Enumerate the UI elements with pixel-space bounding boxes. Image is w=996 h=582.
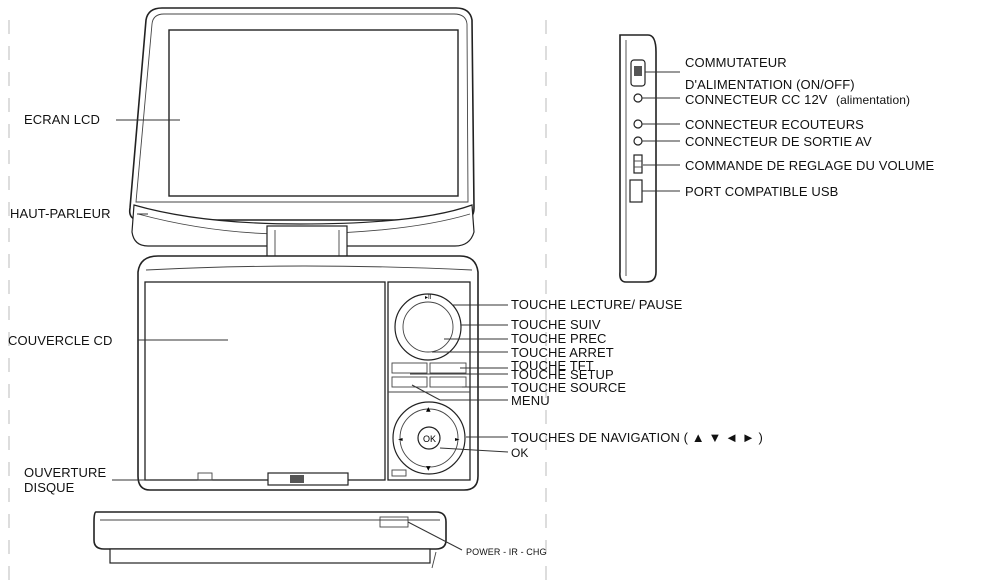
svg-text:▸II: ▸II xyxy=(425,294,432,301)
cd-cover xyxy=(144,281,386,481)
label-touche-prec: TOUCHE PREC xyxy=(511,331,607,346)
leader-lines xyxy=(112,71,680,551)
label-alimentation-on-off: D'ALIMENTATION (ON/OFF) xyxy=(685,77,855,92)
dc-12v-jack xyxy=(633,93,643,103)
label-touche-lecture-pause: TOUCHE LECTURE/ PAUSE xyxy=(511,297,683,312)
label-touche-setup: TOUCHE SETUP xyxy=(511,367,614,382)
label-connecteur-ecouteurs: CONNECTEUR ECOUTEURS xyxy=(685,117,864,132)
screen-lid xyxy=(128,7,475,247)
earphone-jack xyxy=(633,119,643,129)
label-ouverture: OUVERTURE xyxy=(24,465,107,480)
label-power-ir-chg: POWER - IR - CHG xyxy=(466,547,547,557)
base-unit: ▸II ▲ ▼ ◄ ► xyxy=(137,255,479,491)
label-port-usb: PORT COMPATIBLE USB xyxy=(685,184,839,199)
lcd-screen xyxy=(168,29,459,197)
label-connecteur-cc: CONNECTEUR CC 12V xyxy=(685,92,828,107)
disc-opening-latch[interactable] xyxy=(267,472,349,486)
label-ecran-lcd: ECRAN LCD xyxy=(24,112,101,127)
label-commutateur: COMMUTATEUR xyxy=(685,55,787,70)
svg-text:◄: ◄ xyxy=(398,436,403,443)
label-touche-tft: TOUCHE TFT xyxy=(511,358,594,373)
label-connecteur-sortie-av: CONNECTEUR DE SORTIE AV xyxy=(685,134,872,149)
label-couvercle-cd: COUVERCLE CD xyxy=(8,333,113,348)
ok-button-text: OK xyxy=(423,434,436,444)
tft-button[interactable] xyxy=(391,362,428,374)
hinge xyxy=(266,225,348,259)
label-touche-arret: TOUCHE ARRET xyxy=(511,345,614,360)
volume-control[interactable] xyxy=(633,154,643,174)
front-view xyxy=(93,511,447,569)
usb-port xyxy=(629,179,643,203)
svg-text:▼: ▼ xyxy=(426,465,431,472)
label-touche-suiv: TOUCHE SUIV xyxy=(511,317,601,332)
side-view xyxy=(619,34,657,283)
label-alimentation: (alimentation) xyxy=(836,93,911,107)
av-out-jack xyxy=(633,136,643,146)
playback-ring[interactable] xyxy=(394,293,462,361)
label-haut-parleur: HAUT-PARLEUR xyxy=(10,206,111,221)
label-disque: DISQUE xyxy=(24,480,75,495)
svg-text:▲: ▲ xyxy=(426,406,431,413)
label-menu: MENU xyxy=(511,393,550,408)
menu-button[interactable] xyxy=(391,376,428,388)
ok-button[interactable] xyxy=(417,426,441,450)
label-ok: OK xyxy=(511,446,529,460)
svg-text:►: ► xyxy=(455,436,460,443)
label-touches-navigation: TOUCHES DE NAVIGATION ( ▲ ▼ ◄ ► ) xyxy=(511,430,763,445)
label-touche-source: TOUCHE SOURCE xyxy=(511,380,627,395)
source-button[interactable] xyxy=(429,376,467,388)
label-commande-volume: COMMANDE DE REGLAGE DU VOLUME xyxy=(685,158,935,173)
